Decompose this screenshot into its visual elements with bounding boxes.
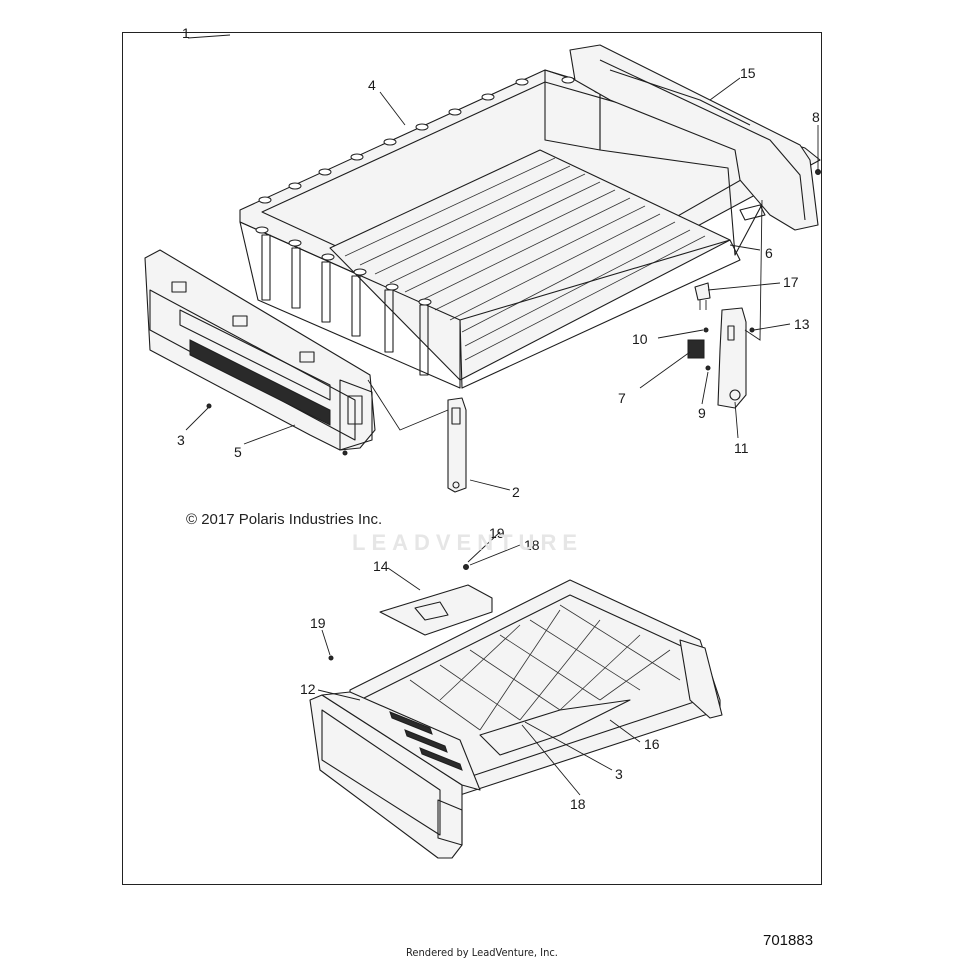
cargo-box-legs: [261, 234, 429, 376]
callout-12: 12: [300, 681, 316, 697]
tailgate-inner-part: [309, 691, 481, 859]
right-bracket-part: [717, 199, 763, 409]
callout-3-upper: 3: [177, 432, 185, 448]
callout-15: 15: [740, 65, 756, 81]
callout-14: 14: [373, 558, 389, 574]
rear-panel-part: [569, 44, 819, 231]
callout-10: 10: [632, 331, 648, 347]
bracket-17-part: [694, 282, 711, 310]
callout-19-upper: 19: [489, 525, 505, 541]
callout-17: 17: [783, 274, 799, 290]
callout-3-lower: 3: [615, 766, 623, 782]
callout-6: 6: [765, 245, 773, 261]
rendered-by-text: Rendered by LeadVenture, Inc.: [406, 946, 558, 959]
callout-2: 2: [512, 484, 520, 500]
latch-part: [687, 339, 705, 359]
watermark-text: LEADVENTURE: [352, 530, 584, 555]
callout-9: 9: [698, 405, 706, 421]
callout-19-lower: 19: [310, 615, 326, 631]
drawing-number: 701883: [763, 932, 814, 949]
tailgate-part: [144, 249, 376, 451]
callout-11: 11: [734, 440, 749, 456]
callout-18-upper: 18: [524, 537, 540, 553]
leader-lines: [185, 34, 819, 796]
callouts: 1 4 15 8 6 17 10 13 7 9 11 3 5 2 19 18 1…: [177, 25, 820, 812]
cover-plate-part: [379, 584, 493, 636]
callout-1: 1: [182, 25, 190, 41]
callout-16: 16: [644, 736, 660, 752]
copyright-text: © 2017 Polaris Industries Inc.: [186, 511, 383, 528]
frame-net: [409, 604, 681, 731]
callout-5: 5: [234, 444, 242, 460]
callout-8: 8: [812, 109, 820, 125]
cargo-box-part: [239, 69, 821, 389]
callout-13: 13: [794, 316, 810, 332]
diagram-frame: [122, 32, 822, 885]
callout-18-lower: 18: [570, 796, 586, 812]
callout-7: 7: [618, 390, 626, 406]
cargo-floor-ribs: [344, 157, 706, 361]
callout-4: 4: [368, 77, 376, 93]
left-bracket-part: [367, 379, 467, 493]
